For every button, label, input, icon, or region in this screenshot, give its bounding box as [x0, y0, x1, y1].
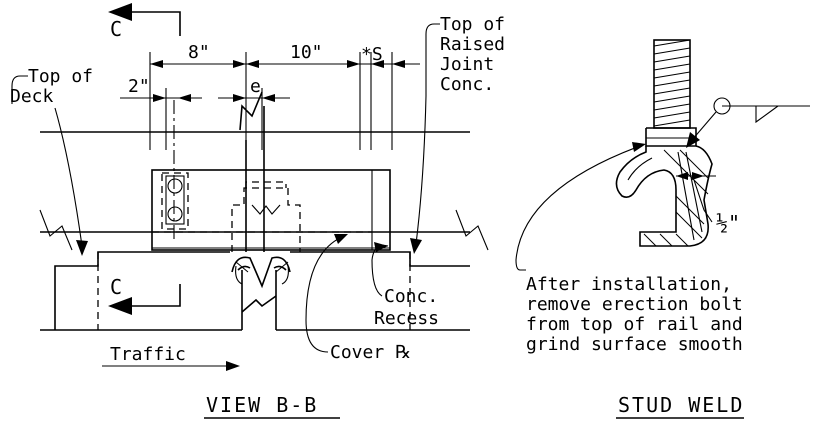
- section-label-bottom: C: [110, 275, 122, 299]
- top-raised-label-1: Top of: [440, 14, 505, 35]
- cover-plate-label: Cover ℞: [330, 342, 411, 363]
- view-bb-title: VIEW B-B: [206, 393, 318, 417]
- note-line-2: remove erection bolt: [526, 294, 743, 315]
- conc-recess-label-1: Conc.: [384, 286, 438, 307]
- note-line-4: grind surface smooth: [526, 334, 743, 355]
- note-line-3: from top of rail and: [526, 314, 743, 335]
- conc-recess-label-2: Recess: [374, 308, 439, 329]
- top-raised-label-4: Conc.: [440, 74, 494, 95]
- stud-weld-title: STUD WELD: [618, 393, 744, 417]
- seal-extrusion: [231, 256, 291, 289]
- top-of-deck-label-2: Deck: [10, 86, 54, 107]
- section-arrow-bottom: C: [108, 275, 181, 315]
- dim-s: *S: [361, 44, 383, 65]
- note-line-1: After installation,: [526, 274, 732, 295]
- dim-10in: 10": [290, 42, 323, 63]
- dim-e: e: [250, 76, 261, 97]
- view-bb: C 8" 10" *S 2" e To: [10, 3, 505, 419]
- half-inch-label: ½": [716, 211, 740, 235]
- top-raised-label-2: Raised: [440, 34, 505, 55]
- traffic-label: Traffic: [110, 344, 186, 365]
- section-arrow-top: C: [108, 3, 181, 41]
- top-of-deck-label-1: Top of: [28, 66, 93, 87]
- dim-8in: 8": [188, 42, 210, 63]
- stud-weld: ½" After installation, remove erection b…: [515, 39, 810, 419]
- top-raised-label-3: Joint: [440, 54, 494, 75]
- dim-2in: 2": [128, 76, 150, 97]
- section-label-top: C: [110, 17, 122, 41]
